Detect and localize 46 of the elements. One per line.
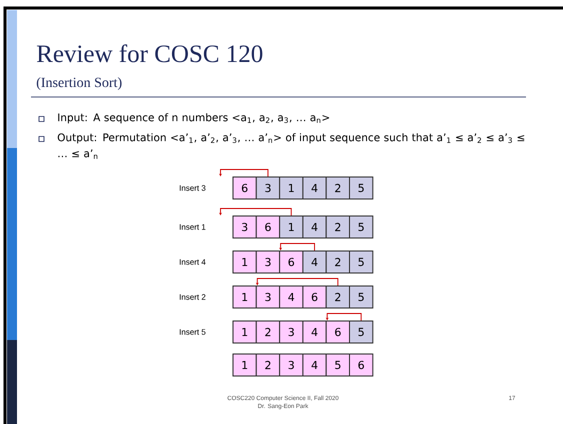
array-cell: 2 bbox=[326, 216, 350, 238]
array-cell: 5 bbox=[349, 250, 374, 274]
array-cell: 2 bbox=[256, 320, 280, 344]
array-cell: 2 bbox=[326, 250, 350, 274]
row-label: Insert 3 bbox=[180, 185, 206, 191]
array-cell: 1 bbox=[279, 176, 304, 200]
array-cell: 3 bbox=[256, 286, 280, 308]
array-cell: 2 bbox=[256, 354, 280, 376]
array-cell: 3 bbox=[279, 354, 304, 376]
array-cell: 5 bbox=[349, 320, 374, 344]
array-cell: 4 bbox=[279, 286, 304, 308]
row-label: Insert 1 bbox=[180, 224, 206, 230]
array-cell: 1 bbox=[232, 320, 257, 344]
array-cell: 4 bbox=[302, 354, 327, 376]
array-cell: 2 bbox=[326, 286, 350, 308]
array-cell: 3 bbox=[256, 250, 280, 274]
array-cell: 6 bbox=[232, 176, 257, 200]
array-cell: 6 bbox=[349, 354, 374, 376]
array-cell: 6 bbox=[326, 320, 350, 344]
array-cell: 4 bbox=[302, 250, 327, 274]
array-cell: 6 bbox=[279, 250, 304, 274]
subtitle: (Insertion Sort) bbox=[36, 77, 122, 90]
array-cell: 5 bbox=[349, 216, 374, 238]
array-cell: 6 bbox=[302, 286, 327, 308]
array-cell: 1 bbox=[232, 354, 257, 376]
row-label: Insert 5 bbox=[180, 329, 206, 335]
array-cell: 5 bbox=[349, 176, 374, 200]
array-cell: 5 bbox=[349, 286, 374, 308]
slide-title: Review for COSC 120 bbox=[36, 44, 262, 62]
array-cell: 4 bbox=[302, 320, 327, 344]
array-cell: 2 bbox=[326, 176, 350, 200]
array-cell: 4 bbox=[302, 176, 327, 200]
array-cell: 1 bbox=[232, 250, 257, 274]
array-cell: 6 bbox=[256, 216, 280, 238]
array-cell: 4 bbox=[302, 216, 327, 238]
array-cell: 5 bbox=[326, 354, 350, 376]
bullet-text: Input: A sequence of n numbers <a$_{1}$, a$_{2}$, a$_{3}$, … a$_{n}$> bbox=[58, 113, 330, 124]
bullet-text: Output: Permutation <a’$_{1}$, a’$_{2}$, a’$_{3}$, … a’$_{n}$> of input sequence such that a’$_{1}$ ≤ a’$_{2}$ ≤ a’$_{3}$ ≤ … ≤ a’$_{n}$ bbox=[58, 133, 524, 159]
array-cell: 1 bbox=[279, 216, 304, 238]
array-cell: 3 bbox=[256, 176, 280, 200]
arrow bbox=[279, 243, 315, 251]
row-label: Insert 4 bbox=[180, 259, 206, 265]
array-cell: 3 bbox=[232, 216, 257, 238]
array-cell: 1 bbox=[232, 286, 257, 308]
array-cell: 3 bbox=[279, 320, 304, 344]
row-label: Insert 2 bbox=[180, 294, 206, 300]
